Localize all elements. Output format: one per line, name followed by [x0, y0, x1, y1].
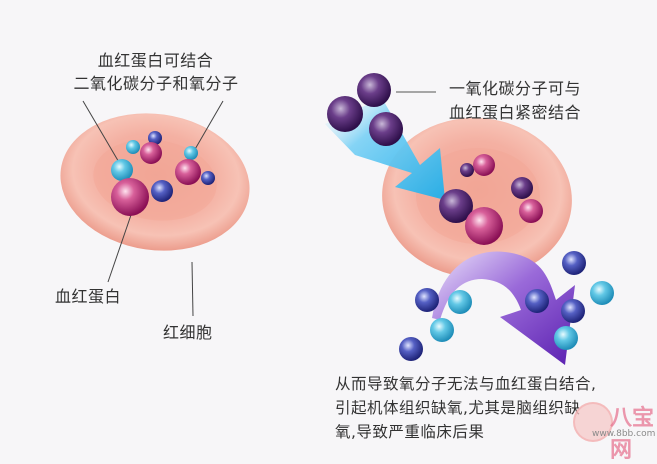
hemoglobin-molecule	[140, 142, 162, 164]
carbon-monoxide-molecule	[327, 96, 363, 132]
oxygen-molecule	[111, 159, 133, 181]
hemoglobin-molecule	[111, 178, 149, 216]
watermark-url: www.8bb.com	[592, 429, 656, 439]
left-title-line1: 血红蛋白可结合	[97, 51, 214, 70]
hemoglobin-molecule	[519, 199, 543, 223]
carbon-monoxide-molecule	[439, 189, 473, 223]
co2-molecule	[151, 180, 173, 202]
diagram-graphic	[60, 73, 614, 365]
co2-molecule	[201, 171, 215, 185]
hemoglobin-molecule	[465, 207, 503, 245]
carbon-monoxide-molecule	[511, 177, 533, 199]
left-molecules	[111, 131, 215, 216]
co-binding-line1: 一氧化碳分子可与	[449, 79, 582, 98]
incoming-co-molecules	[327, 73, 403, 146]
hemoglobin-molecule	[473, 154, 495, 176]
co2-molecule	[148, 131, 162, 145]
purple-curved-arrow	[432, 251, 575, 365]
watermark-badge-icon	[573, 402, 613, 442]
carbon-monoxide-molecule	[460, 163, 474, 177]
oxygen-molecule	[126, 140, 140, 154]
expelled-oxygen-molecules	[399, 251, 614, 361]
co-binding-line2: 血红蛋白紧密结合	[449, 103, 582, 122]
consequence-line2: 引起机体组织缺氧,尤其是脑组织缺	[335, 399, 581, 417]
consequence-line1: 从而导致氧分子无法与血红蛋白结合,	[335, 375, 597, 393]
oxygen-molecule	[184, 146, 198, 160]
red-blood-cell-label: 红细胞	[163, 323, 213, 342]
left-title-line2: 二氧化碳分子和氧分子	[73, 74, 239, 93]
hemoglobin-molecule	[175, 159, 201, 185]
left-leader-lines	[82, 100, 224, 317]
right-cell-molecules	[439, 154, 543, 245]
consequence-line3: 氧,导致严重临床后果	[335, 423, 485, 441]
diagram-canvas: 血红蛋白可结合 二氧化碳分子和氧分子 血红蛋白 红细胞 一氧化碳分子可与 血红蛋…	[55, 51, 656, 463]
hemoglobin-label: 血红蛋白	[55, 287, 122, 306]
left-red-blood-cell	[60, 113, 250, 251]
carbon-monoxide-molecule	[357, 73, 391, 107]
carbon-monoxide-molecule	[369, 112, 403, 146]
